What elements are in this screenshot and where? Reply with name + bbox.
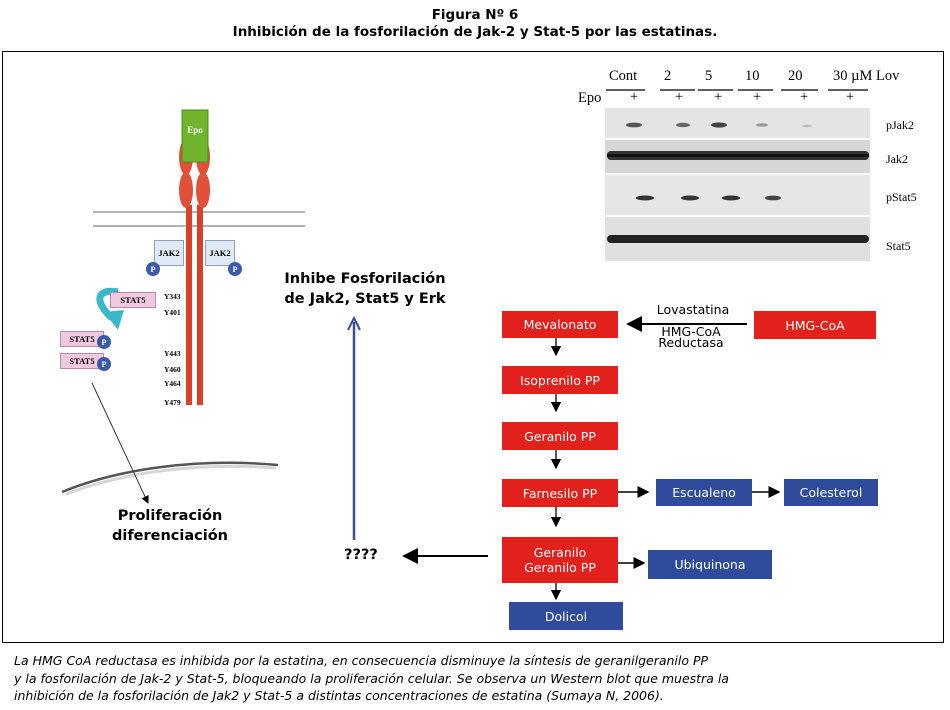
mevalonato-box: Mevalonato xyxy=(502,311,618,338)
blot-header-cont: Cont xyxy=(609,68,638,84)
gg-line2: Geranilo PP xyxy=(524,560,596,575)
figure-title: Figura Nº 6 xyxy=(431,7,519,23)
tyrosine-label: Y479 xyxy=(164,398,181,407)
band-label-pjak2: pJak2 xyxy=(886,118,914,132)
inhibition-line1: Inhibe Fosforilación xyxy=(284,271,446,287)
stat5-free-box: STAT5 xyxy=(110,292,156,308)
tyrosine-label: Y401 xyxy=(164,308,181,317)
hmg-coa-box: HMG-CoA xyxy=(754,311,876,339)
enzyme-line1: HMG-CoA xyxy=(661,324,721,339)
blot-header-20: 20 xyxy=(788,68,803,84)
outcome-line1: Proliferación xyxy=(117,508,223,524)
blot-panel-jak2 xyxy=(605,140,870,173)
jak2-left-box: JAK2 xyxy=(154,240,184,266)
enzyme-line2: Reductasa xyxy=(658,335,724,350)
blot-plus: + xyxy=(846,89,855,105)
receptor-lobe xyxy=(196,172,210,208)
figure-frame xyxy=(2,51,944,643)
colesterol-box: Colesterol xyxy=(784,479,878,506)
jak2-right-box: JAK2 xyxy=(205,240,235,266)
blot-header-5: 5 xyxy=(705,68,713,84)
tyrosine-label: Y443 xyxy=(164,349,181,358)
figure-caption: La HMG CoA reductasa es inhibida por la … xyxy=(14,652,942,705)
receptor-chain-left xyxy=(186,205,192,405)
band-label-stat5: Stat5 xyxy=(886,239,911,253)
phospho-icon: P xyxy=(97,335,111,349)
blot-plus: + xyxy=(800,89,809,105)
receptor-chain-right xyxy=(197,205,203,405)
blot-panel-pstat5 xyxy=(605,175,870,215)
signal-line xyxy=(91,382,149,504)
farnesilo-box: Farnesilo PP xyxy=(502,479,618,507)
tyrosine-label: Y343 xyxy=(164,292,181,301)
phospho-icon: P xyxy=(97,357,111,371)
blot-plus: + xyxy=(714,89,723,105)
figure-subtitle: Inhibición de la fosforilación de Jak-2 … xyxy=(232,24,718,40)
gg-line1: Geranilo xyxy=(533,545,587,560)
tyrosine-label: Y460 xyxy=(164,365,181,374)
blot-header-10: 10 xyxy=(745,68,760,84)
geranilgeranilo-box: Geranilo Geranilo PP xyxy=(502,537,618,583)
escualeno-box: Escualeno xyxy=(656,479,752,506)
blot-row-epo: Epo xyxy=(578,90,602,106)
phospho-icon: P xyxy=(146,262,160,276)
outcome-line2: diferenciación xyxy=(112,528,228,544)
blot-plus: + xyxy=(675,89,684,105)
tyrosine-label: Y464 xyxy=(164,379,181,388)
ubiquinona-box: Ubiquinona xyxy=(648,550,772,579)
caption-line1: La HMG CoA reductasa es inhibida por la … xyxy=(14,653,709,668)
blot-plus: + xyxy=(630,89,639,105)
epo-ligand xyxy=(181,109,209,163)
inhibition-line2: de Jak2, Stat5 y Erk xyxy=(284,291,446,307)
blot-plus: + xyxy=(753,89,762,105)
phospho-icon: P xyxy=(228,262,242,276)
blot-header-30: 30 µM Lov xyxy=(833,68,900,84)
isoprenilo-box: Isoprenilo PP xyxy=(502,366,618,394)
receptor-lobe xyxy=(179,172,193,208)
blot-panel-stat5 xyxy=(605,217,870,261)
dolicol-box: Dolicol xyxy=(509,602,623,630)
nucleus-membrane xyxy=(61,461,279,494)
geranilo-box: Geranilo PP xyxy=(502,422,618,450)
caption-line2: y la fosforilación de Jak-2 y Stat-5, bl… xyxy=(14,670,729,686)
blot-panel-pjak2 xyxy=(605,108,870,138)
inhibitor-label: Lovastatina xyxy=(656,302,730,317)
unknown-label: ???? xyxy=(344,547,378,563)
band-label-pstat5: pStat5 xyxy=(886,190,917,204)
band-label-jak2: Jak2 xyxy=(886,152,908,166)
epo-label: Epo xyxy=(187,125,203,135)
blot-header-2: 2 xyxy=(664,68,672,84)
caption-line3: inhibición de la fosforilación de Jak2 y… xyxy=(14,688,664,703)
